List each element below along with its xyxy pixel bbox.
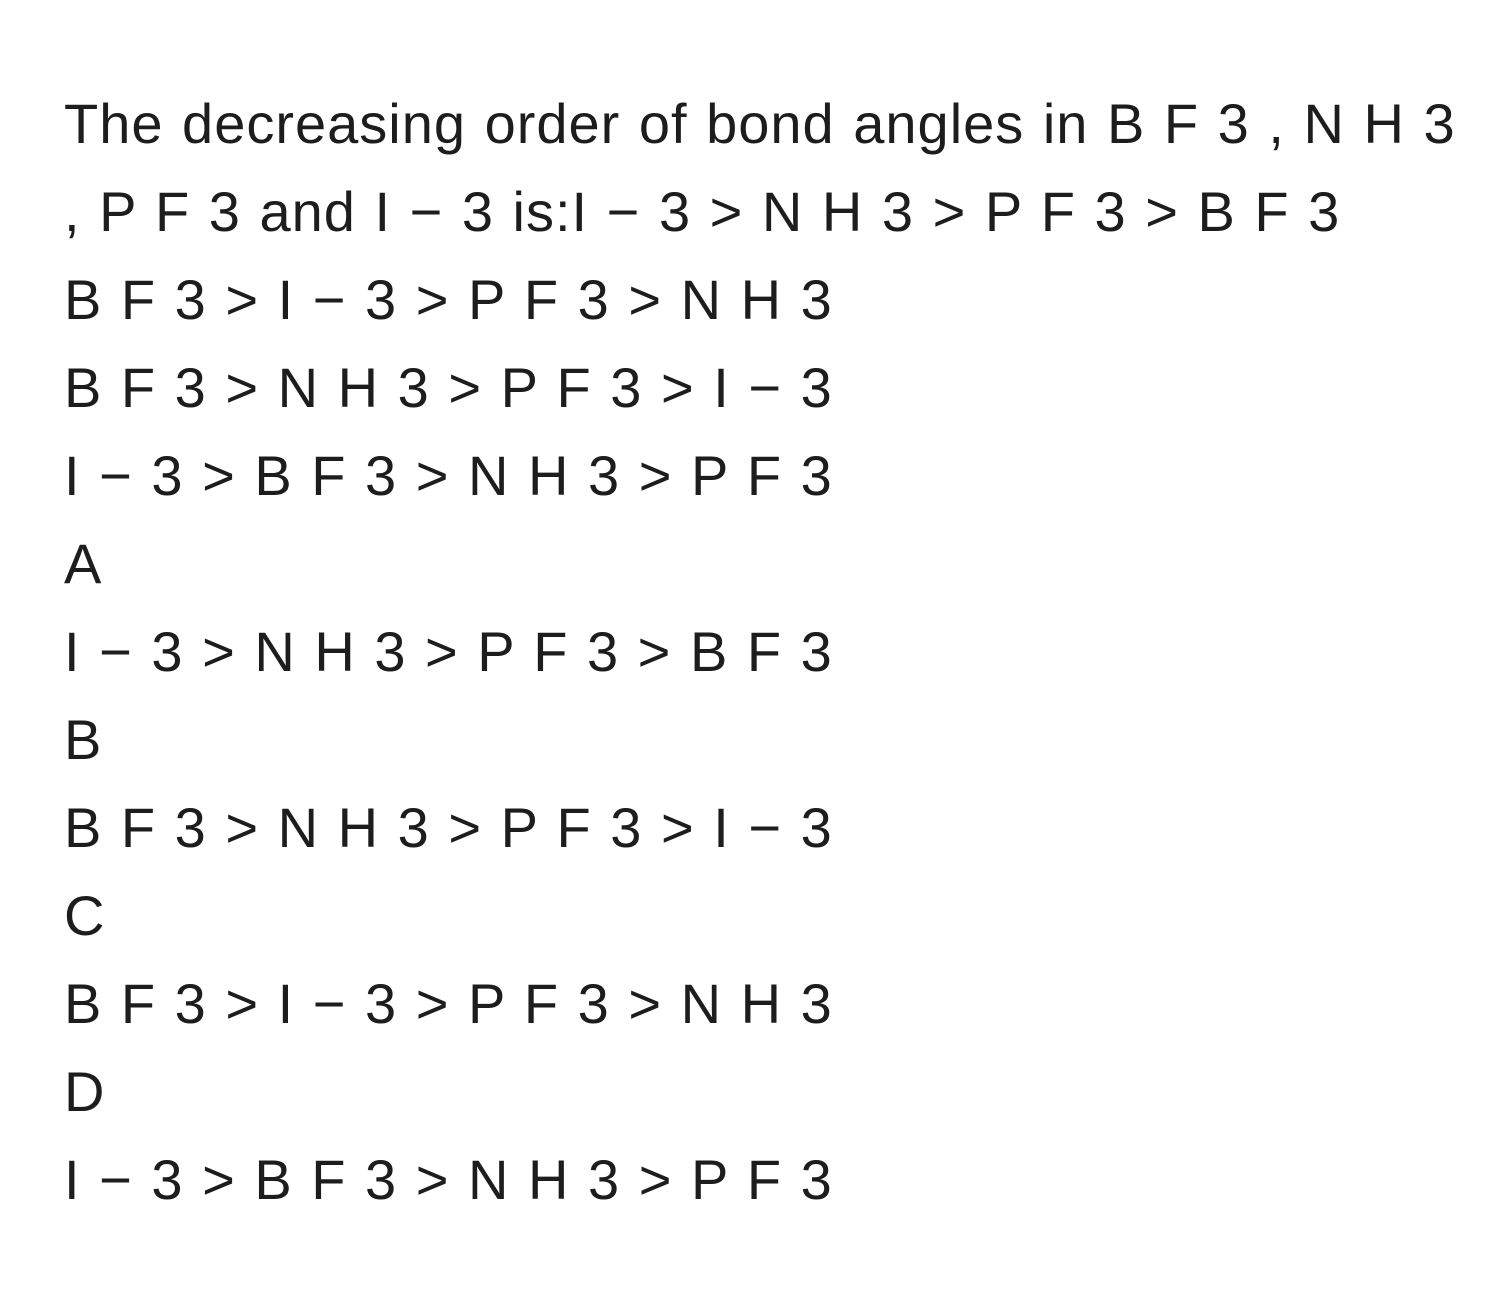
- option-a: A I − 3 > N H 3 > P F 3 > B F 3: [64, 520, 1480, 696]
- option-d-text[interactable]: I − 3 > B F 3 > N H 3 > P F 3: [64, 1148, 833, 1211]
- option-c: C B F 3 > I − 3 > P F 3 > N H 3: [64, 872, 1480, 1048]
- option-d-label[interactable]: D: [64, 1060, 106, 1123]
- option-c-label[interactable]: C: [64, 884, 106, 947]
- option-d: D I − 3 > B F 3 > N H 3 > P F 3: [64, 1048, 1480, 1224]
- question-text-line-2: , P F 3 and I − 3 is:I − 3 > N H 3 > P F…: [64, 180, 1341, 243]
- option-c-text[interactable]: B F 3 > I − 3 > P F 3 > N H 3: [64, 972, 833, 1035]
- option-a-label[interactable]: A: [64, 532, 103, 595]
- order-line-2: B F 3 > N H 3 > P F 3 > I − 3: [64, 356, 833, 419]
- option-b-text[interactable]: B F 3 > N H 3 > P F 3 > I − 3: [64, 796, 833, 859]
- order-line-1: B F 3 > I − 3 > P F 3 > N H 3: [64, 268, 833, 331]
- option-b: B B F 3 > N H 3 > P F 3 > I − 3: [64, 696, 1480, 872]
- option-a-text[interactable]: I − 3 > N H 3 > P F 3 > B F 3: [64, 620, 833, 683]
- option-b-label[interactable]: B: [64, 708, 103, 771]
- order-line-3: I − 3 > B F 3 > N H 3 > P F 3: [64, 444, 833, 507]
- question-text-line-1: The decreasing order of bond angles in B…: [64, 92, 1456, 155]
